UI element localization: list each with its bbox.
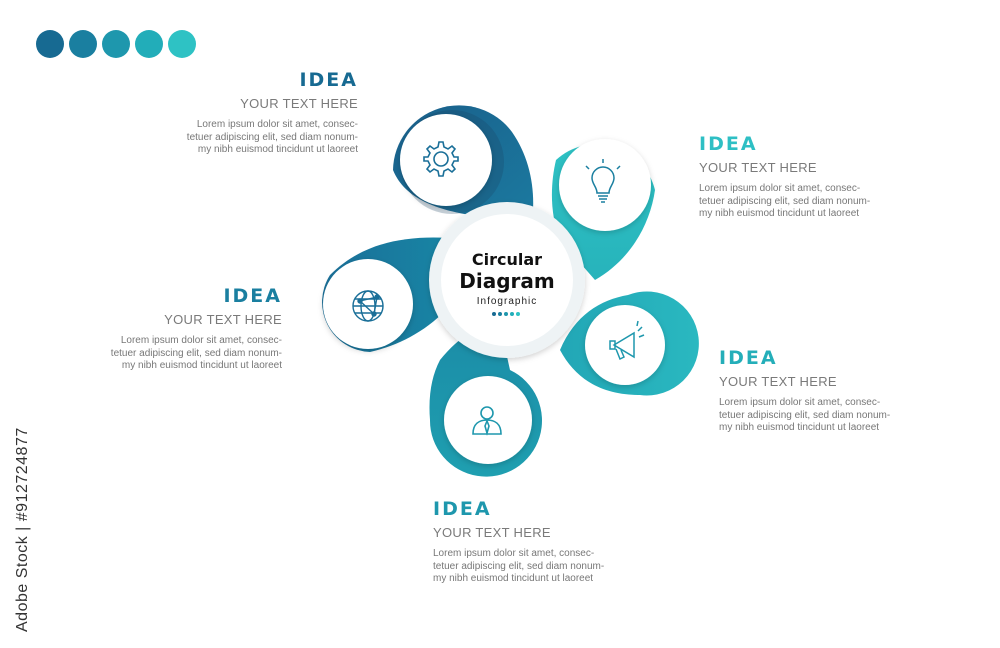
palette-swatch <box>69 30 97 58</box>
stock-id-label: Adobe Stock | #912724877 <box>14 427 31 632</box>
globe-network-icon <box>352 290 384 322</box>
palette-swatch <box>135 30 163 58</box>
body-line: tetuer adipiscing elit, sed diam nonum- <box>186 131 358 143</box>
idea-heading: YOUR TEXT HERE <box>240 96 358 111</box>
center-dots <box>492 312 520 316</box>
body-line: my nibh euismod tincidunt ut laoreet <box>699 208 860 219</box>
idea-block-lightbulb: IDEA YOUR TEXT HERE Lorem ipsum dolor si… <box>699 132 939 221</box>
idea-body: Lorem ipsum dolor sit amet, consec- tetu… <box>118 119 358 157</box>
idea-heading: YOUR TEXT HERE <box>699 160 817 175</box>
body-line: tetuer adipiscing elit, sed diam nonum- <box>699 195 871 207</box>
body-line: tetuer adipiscing elit, sed diam nonum- <box>719 409 891 421</box>
idea-heading: YOUR TEXT HERE <box>433 525 551 540</box>
body-line: my nibh euismod tincidunt ut laoreet <box>121 360 282 371</box>
idea-heading: YOUR TEXT HERE <box>164 312 282 327</box>
idea-title: IDEA <box>699 133 758 155</box>
body-line: Lorem ipsum dolor sit amet, consec- <box>433 548 595 559</box>
petal-megaphone <box>560 291 699 396</box>
idea-block-gear: IDEA YOUR TEXT HERE Lorem ipsum dolor si… <box>118 68 358 157</box>
color-palette <box>36 30 196 58</box>
petal-lightbulb <box>551 139 655 280</box>
megaphone-icon <box>609 320 645 361</box>
petal-globe <box>322 237 455 352</box>
idea-body: Lorem ipsum dolor sit amet, consec- tetu… <box>719 397 959 435</box>
person-icon <box>472 406 502 436</box>
body-line: my nibh euismod tincidunt ut laoreet <box>719 422 880 433</box>
body-line: Lorem ipsum dolor sit amet, consec- <box>120 335 282 346</box>
body-line: Lorem ipsum dolor sit amet, consec- <box>196 119 358 130</box>
idea-block-megaphone: IDEA YOUR TEXT HERE Lorem ipsum dolor si… <box>719 346 959 435</box>
palette-swatch <box>36 30 64 58</box>
petal-gear <box>393 105 534 222</box>
center-circle: Circular Diagram Infographic <box>429 202 585 358</box>
idea-title: IDEA <box>433 498 492 520</box>
idea-title: IDEA <box>719 347 778 369</box>
gear-icon <box>423 141 459 177</box>
palette-swatch <box>168 30 196 58</box>
idea-body: Lorem ipsum dolor sit amet, consec- tetu… <box>433 548 673 586</box>
center-subtitle: Infographic <box>477 296 537 307</box>
lightbulb-icon <box>585 159 621 203</box>
idea-heading: YOUR TEXT HERE <box>719 374 837 389</box>
center-title-line2: Diagram <box>459 269 554 293</box>
palette-swatch <box>102 30 130 58</box>
body-line: my nibh euismod tincidunt ut laoreet <box>433 573 594 584</box>
idea-block-person: IDEA YOUR TEXT HERE Lorem ipsum dolor si… <box>433 497 673 586</box>
center-title-line1: Circular <box>472 250 542 269</box>
body-line: Lorem ipsum dolor sit amet, consec- <box>699 183 861 194</box>
body-line: tetuer adipiscing elit, sed diam nonum- <box>433 560 605 572</box>
idea-title: IDEA <box>299 69 358 91</box>
idea-body: Lorem ipsum dolor sit amet, consec- tetu… <box>42 335 282 373</box>
idea-title: IDEA <box>223 285 282 307</box>
body-line: tetuer adipiscing elit, sed diam nonum- <box>110 347 282 359</box>
idea-block-globe: IDEA YOUR TEXT HERE Lorem ipsum dolor si… <box>42 284 282 373</box>
body-line: Lorem ipsum dolor sit amet, consec- <box>719 397 881 408</box>
idea-body: Lorem ipsum dolor sit amet, consec- tetu… <box>699 183 939 221</box>
body-line: my nibh euismod tincidunt ut laoreet <box>197 144 358 155</box>
